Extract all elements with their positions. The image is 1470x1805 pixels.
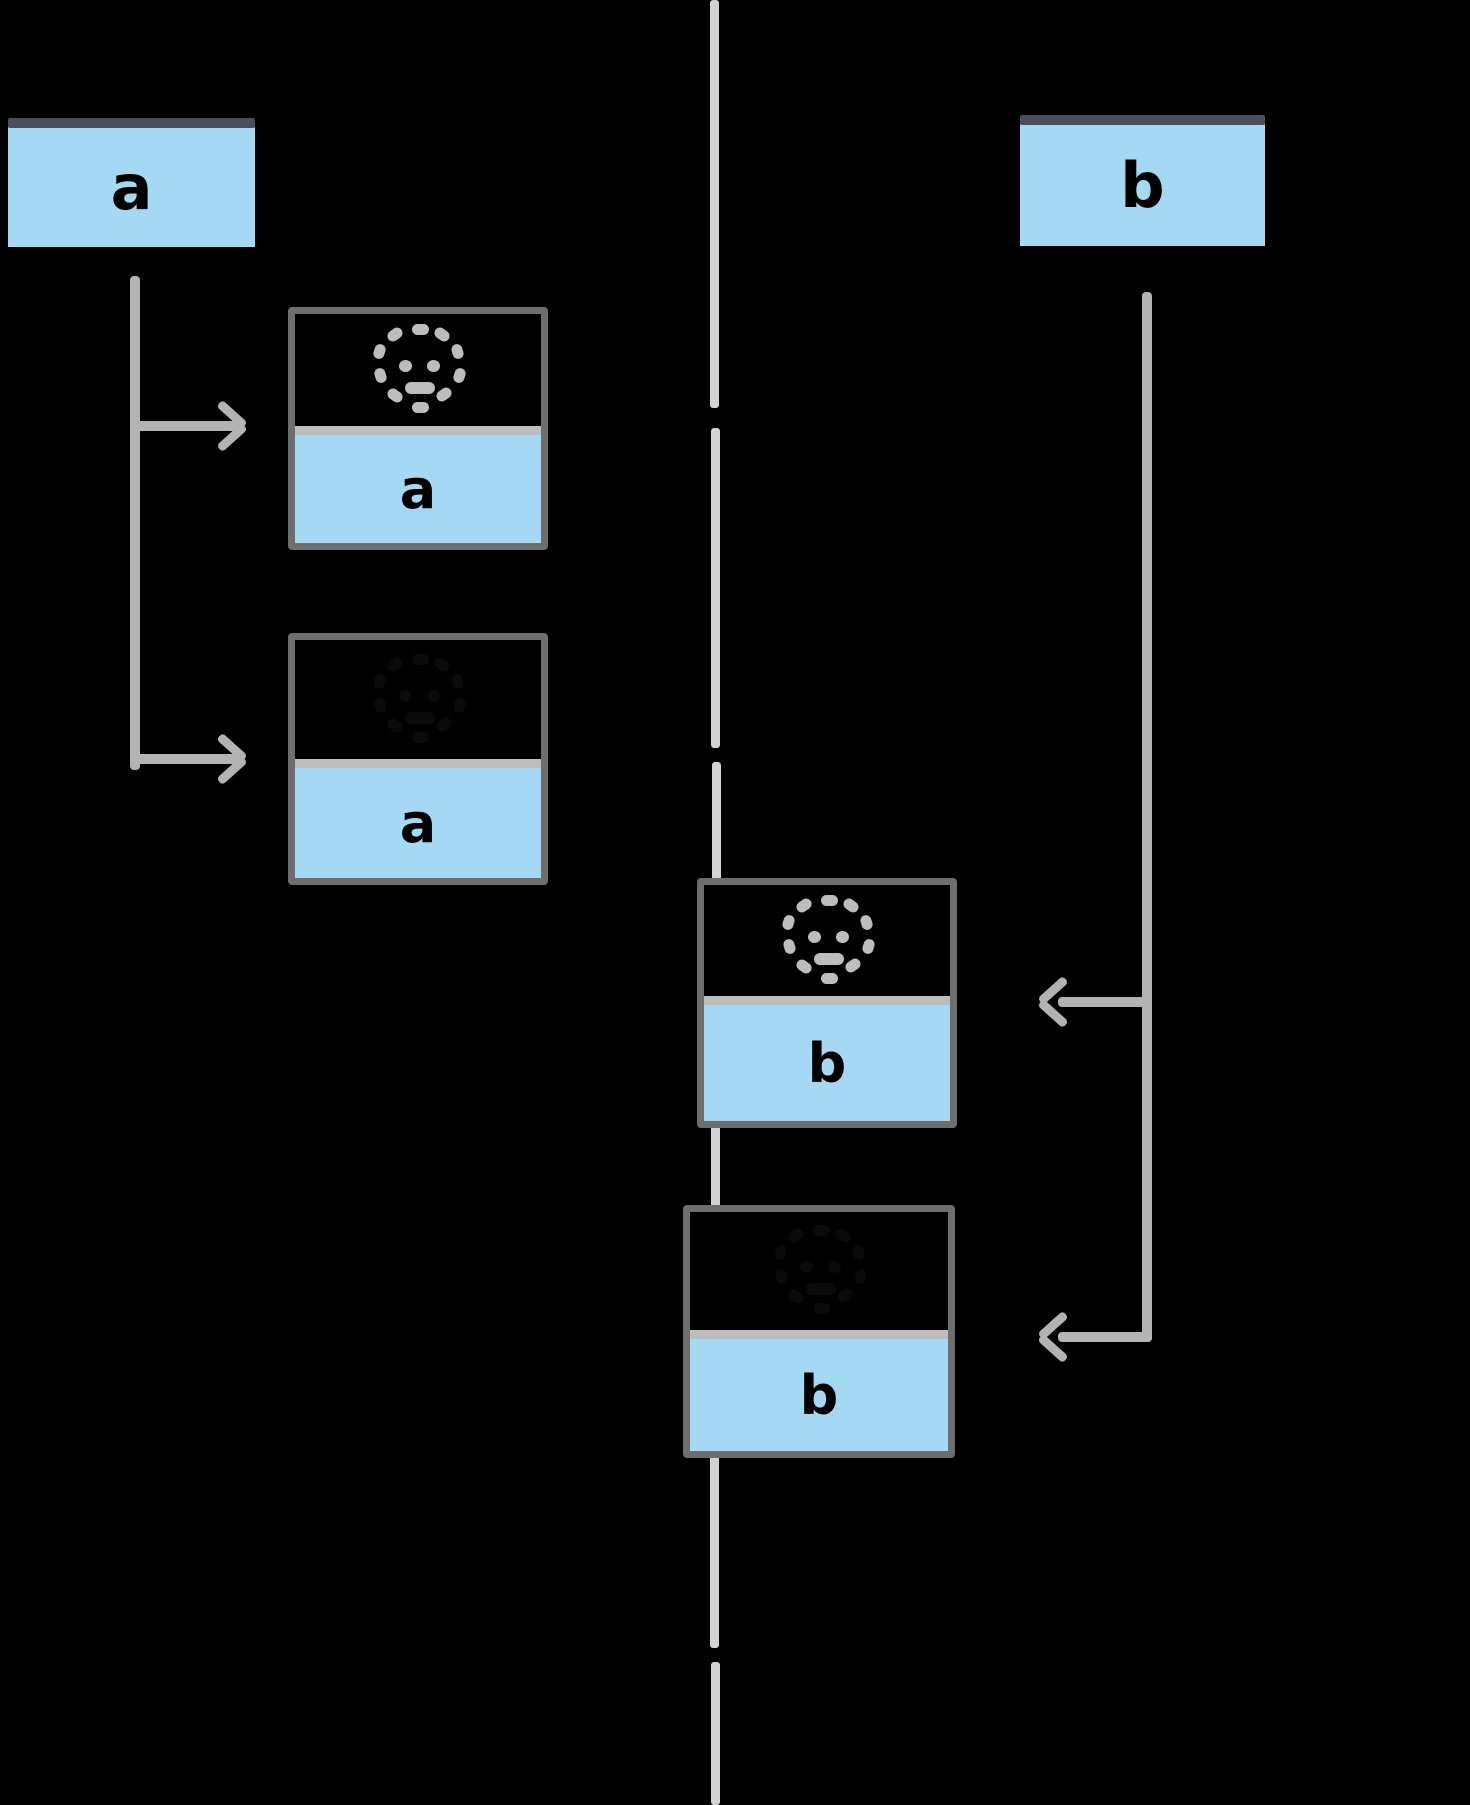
right-card-2-icon-area [690,1212,948,1330]
right-card-2-separator [690,1330,948,1339]
left-card-2-icon-area [295,640,541,759]
left-card-1[interactable]: a [288,307,548,550]
right-card-2[interactable]: b [683,1205,955,1458]
source-box-b-label: b [1120,148,1165,222]
source-box-b-topbar [1020,115,1265,125]
right-card-2-label: b [799,1363,839,1427]
left-card-1-body: a [295,435,541,543]
right-card-1[interactable]: b [697,878,957,1128]
left-connector-branch-1 [130,421,242,431]
right-arrowhead-2 [1034,1314,1080,1360]
left-arrowhead-2 [213,736,259,782]
dashed-circle-face-icon [772,1225,869,1317]
right-connector-branch-2 [1058,1332,1152,1342]
left-card-2-label: a [399,791,437,855]
right-card-1-separator [704,996,950,1005]
right-connector-branch-1 [1058,997,1152,1007]
dashed-circle-face-icon [371,653,468,746]
source-box-a-label: a [110,150,153,224]
dashed-circle-face-icon [371,324,468,416]
source-box-a-topbar [8,118,255,128]
source-box-a[interactable]: a [8,118,255,247]
left-connector-stem [130,276,140,770]
left-connector-branch-2 [130,754,242,764]
left-card-2[interactable]: a [288,633,548,885]
left-card-1-separator [295,426,541,435]
right-arrowhead-1 [1034,979,1080,1025]
dashed-circle-face-icon [780,894,877,987]
left-card-2-separator [295,759,541,768]
left-card-1-label: a [399,457,437,521]
right-card-2-body: b [690,1339,948,1451]
right-card-1-label: b [807,1031,847,1095]
left-card-2-body: a [295,768,541,878]
right-card-1-icon-area [704,885,950,996]
left-arrowhead-1 [213,403,259,449]
source-box-b[interactable]: b [1020,115,1265,246]
right-card-1-body: b [704,1005,950,1121]
right-connector-stem [1142,292,1152,1342]
left-card-1-icon-area [295,314,541,426]
vertical-dashed-divider [710,0,721,1805]
